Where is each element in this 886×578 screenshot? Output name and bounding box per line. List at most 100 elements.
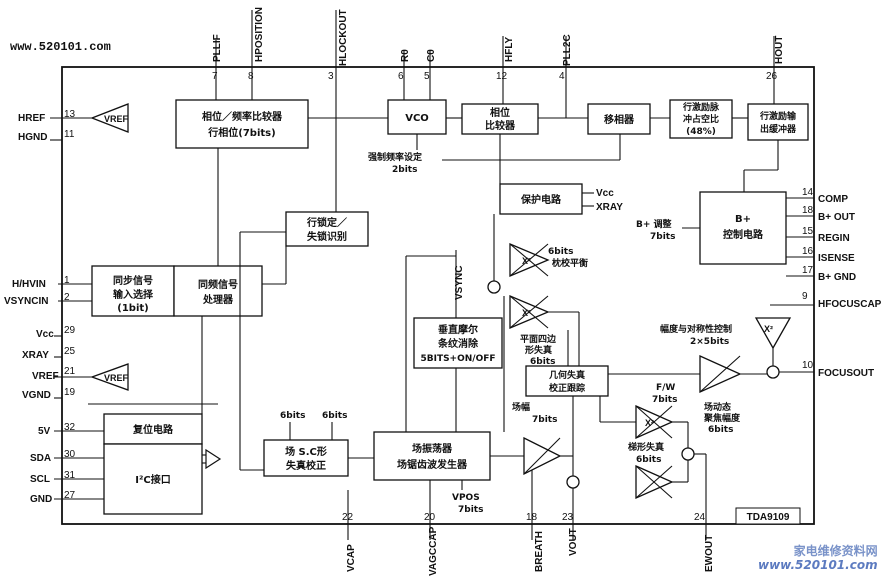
pin-balance-label: 枕校平衡 [552, 257, 588, 269]
pin-hhvin-num: 1 [64, 275, 70, 286]
svg-text:X²: X² [645, 418, 654, 428]
pin-hlockout-label: HLOCKOUT [338, 9, 349, 66]
pin-bgnd-label: B+ GND [818, 272, 856, 283]
svg-text:失锁识别: 失锁识别 [307, 230, 347, 243]
svg-text:同频信号: 同频信号 [198, 278, 238, 291]
pin-sda-label: SDA [30, 453, 51, 464]
dynamic-focus-amp [699, 354, 742, 394]
block-phase-shifter: 移相器 [587, 103, 651, 135]
svg-text:行相位(7bits): 行相位(7bits) [207, 126, 275, 139]
svg-text:24: 24 [694, 512, 706, 523]
svg-text:16: 16 [802, 246, 814, 257]
pin-vsyncin-label: VSYNCIN [4, 296, 48, 307]
pin-xray-num: 25 [64, 346, 76, 357]
pin-vcc-num: 29 [64, 325, 76, 336]
website-label: www.520101.com [10, 40, 111, 54]
block-protection: 保护电路 [499, 183, 583, 215]
block-duty-cycle: 行激励脉 冲占空比 (48%) [669, 99, 733, 139]
svg-text:I²C接口: I²C接口 [135, 473, 170, 486]
pin-hfly-label: HFLY [504, 36, 515, 62]
svg-text:X²: X² [764, 324, 773, 334]
svg-text:场 S.C形: 场 S.C形 [285, 445, 327, 458]
pin-bout-label: B+ OUT [818, 212, 855, 223]
svg-text:行激励输: 行激励输 [759, 110, 797, 122]
block-vertical-oscillator: 场振荡器 场锯齿波发生器 [373, 431, 491, 481]
svg-text:9: 9 [802, 291, 808, 302]
chip-outline [61, 66, 815, 525]
bplus-adjust-label: B+ 调整 [636, 218, 672, 230]
pin-xray-label: XRAY [22, 350, 49, 361]
svg-text:场振荡器: 场振荡器 [412, 442, 453, 455]
block-hout-buffer: 行激励输 出缓冲器 [747, 103, 809, 141]
svg-text:VCO: VCO [405, 113, 429, 124]
vref-buffer: VREF [90, 363, 129, 391]
chip-name: TDA9109 [747, 512, 790, 523]
pin-breath-label: BREATH [534, 531, 545, 572]
parallelogram-multiplier: X² [509, 295, 550, 329]
svg-text:X²: X² [522, 256, 531, 266]
pin-vgnd-num: 19 [64, 387, 76, 398]
svg-text:17: 17 [802, 265, 814, 276]
pin-pll2c-label: PLL2C [562, 34, 573, 66]
chip-name-box [735, 507, 801, 525]
svg-text:7bits: 7bits [458, 505, 483, 515]
force-freq-label: 强制频率设定 [368, 151, 423, 163]
svg-text:形失真: 形失真 [525, 344, 552, 356]
svg-text:冲占空比: 冲占空比 [683, 113, 719, 125]
vamp-label: 场幅 [512, 401, 530, 413]
pin-scl-label: SCL [30, 474, 50, 485]
pin-hout-num: 26 [766, 71, 778, 82]
block-geometry-tracking: 几何失真 校正跟踪 [525, 365, 609, 397]
pin-hposition-label: HPOSITION [254, 7, 265, 62]
svg-text:移相器: 移相器 [604, 113, 635, 126]
pin-c0-label: C0 [426, 49, 437, 62]
svg-text:相位: 相位 [490, 106, 510, 119]
svg-text:聚焦幅度: 聚焦幅度 [703, 412, 741, 424]
sum-node-ew [681, 447, 695, 461]
svg-text:7bits: 7bits [650, 232, 675, 242]
pin-5v-num: 32 [64, 422, 76, 433]
pin-c0-num: 5 [424, 71, 430, 82]
sum-node-focus [766, 365, 780, 379]
pin-href-num: 13 [64, 109, 76, 120]
watermark-title: 家电维修资料网 [793, 544, 878, 558]
sum-node-1 [487, 280, 501, 294]
bottom-pins: 22 VCAP 20 VAGCCAP 18 BREATH 23 VOUT 24 … [342, 460, 715, 576]
pin-hgnd-label: HGND [18, 132, 47, 143]
fw-label: F/W [656, 383, 675, 393]
pin-r0-num: 6 [398, 71, 404, 82]
trapezoid-multiplier [635, 464, 674, 500]
block-i2c-interface: I²C接口 [103, 443, 203, 515]
pin-vcap-label: VCAP [346, 544, 357, 572]
svg-text:(1bit): (1bit) [117, 303, 148, 314]
svg-text:垂直摩尔: 垂直摩尔 [438, 323, 478, 336]
top-pins: PLLIF 7 HPOSITION 8 HLOCKOUT 3 R0 6 C0 5… [212, 7, 785, 212]
pin-vgnd-label: VGND [22, 390, 51, 401]
pin-hhvin-label: H/HVIN [12, 279, 46, 290]
pin-pllif-num: 7 [212, 71, 218, 82]
block-reset: 复位电路 [103, 413, 203, 445]
watermark-url: www.520101.com [758, 558, 878, 572]
pin-r0-label: R0 [400, 49, 411, 62]
pin-sda-num: 30 [64, 449, 76, 460]
dyn-focus-label: 场动态 [704, 401, 731, 413]
block-lock-detect: 行锁定／ 失锁识别 [285, 211, 369, 247]
pin-gnd-num: 27 [64, 490, 76, 501]
pin-5v-label: 5V [38, 426, 51, 437]
right-pins: 14 COMP 18 B+ OUT 15 REGIN 16 ISENSE 17 … [770, 187, 882, 379]
svg-text:5BITS+ON/OFF: 5BITS+ON/OFF [420, 354, 495, 364]
bus-arrow-icon [205, 448, 222, 470]
block-sync-select: 同步信号 输入选择 (1bit) [91, 265, 175, 317]
svg-text:18: 18 [526, 512, 538, 523]
vertical-amp [523, 436, 562, 476]
svg-text:(48%): (48%) [686, 127, 716, 137]
svg-text:保护电路: 保护电路 [520, 193, 562, 206]
svg-text:15: 15 [802, 226, 814, 237]
svg-text:校正跟踪: 校正跟踪 [549, 382, 585, 394]
pin-href-label: HREF [18, 113, 45, 124]
block-vco: VCO [387, 99, 447, 135]
svg-text:22: 22 [342, 512, 354, 523]
pin-ewout-label: EWOUT [704, 535, 715, 572]
block-sync-processor: 同频信号 处理器 [173, 265, 263, 317]
